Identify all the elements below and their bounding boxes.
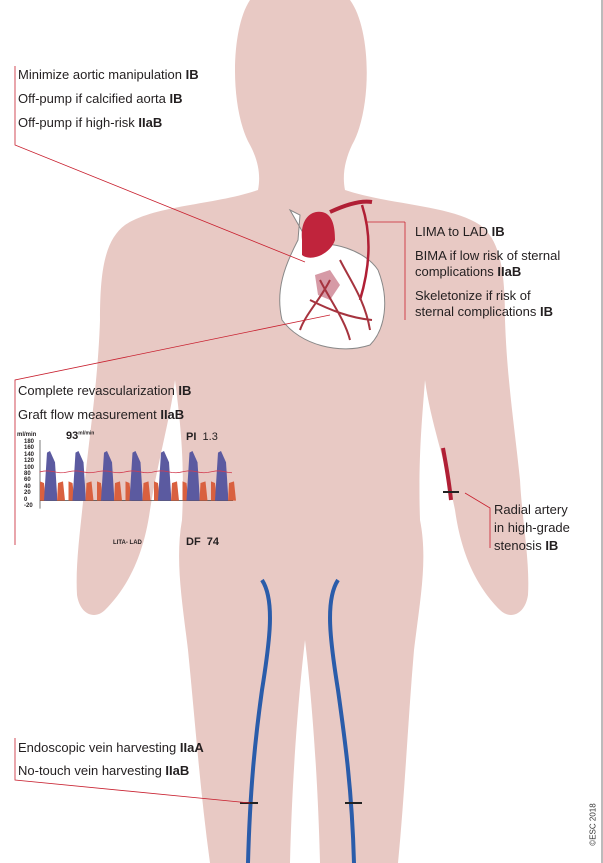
graft-label: LITA- LAD (113, 540, 142, 546)
frame-border (601, 0, 603, 863)
radial-rec-2: in high-grade (494, 520, 570, 535)
y-tick-label: 20 (24, 490, 31, 497)
arterial-rec-1: LIMA to LAD IB (415, 224, 505, 239)
vein-rec-2: No-touch vein harvesting IIaB (18, 763, 190, 778)
systolic-flow (72, 451, 86, 501)
y-tick-label: 100 (24, 464, 35, 471)
y-tick-label: 60 (24, 477, 31, 484)
revasc-rec-2: Graft flow measurement IIaB (18, 407, 185, 422)
chart-unit: ml/min (17, 432, 37, 438)
callout-lines (14, 66, 491, 804)
y-tick-label: 80 (24, 471, 31, 477)
arterial-rec-3a: Skeletonize if risk of (415, 288, 531, 303)
arterial-rec-2b: complications IIaB (415, 264, 522, 279)
pulsatility-index: PI 1.3 (186, 431, 218, 443)
diastolic-flow (182, 481, 208, 501)
graft-flow-chart (39, 440, 236, 509)
mean-flow-line (39, 470, 233, 474)
diastolic-fraction: DF 74 (186, 536, 220, 548)
y-tick-label: 0 (24, 496, 28, 503)
diastolic-flow (211, 481, 236, 501)
systolic-flow (129, 451, 143, 501)
diastolic-flow (125, 481, 151, 501)
aorta-rec-3: Off-pump if high-risk IIaB (18, 115, 163, 130)
systolic-flow (158, 451, 171, 501)
left-saphenous-vein (246, 578, 272, 863)
radial-rec-1: Radial artery (494, 502, 568, 517)
systolic-flow (44, 451, 57, 501)
aorta-rec-2: Off-pump if calcified aorta IB (18, 91, 183, 106)
right-saphenous-vein (328, 578, 356, 863)
y-tick-label: 40 (24, 483, 31, 490)
y-tick-label: 180 (24, 439, 35, 445)
y-tick-label: 160 (24, 445, 35, 452)
systolic-flow (101, 451, 114, 501)
diastolic-flow (97, 481, 122, 501)
systolic-flow (215, 451, 228, 501)
y-tick-label: 120 (24, 458, 35, 465)
revasc-rec-1: Complete revascularization IB (18, 383, 192, 398)
copyright-credit: ©ESC 2018 (588, 803, 598, 846)
arterial-rec-3b: sternal complications IB (415, 304, 553, 319)
y-tick-label: -20 (24, 503, 33, 509)
y-tick-label: 140 (24, 451, 35, 458)
radial-rec-3: stenosis IB (494, 538, 559, 553)
heart-illustration (279, 199, 386, 350)
diastolic-flow (40, 481, 65, 501)
diastolic-flow (68, 481, 94, 501)
systolic-flow (186, 451, 200, 501)
vein-rec-1: Endoscopic vein harvesting IIaA (18, 740, 204, 755)
mean-flow: 93ml/min (66, 430, 95, 442)
diastolic-flow (154, 481, 179, 501)
radial-artery (441, 447, 453, 501)
aorta-rec-1: Minimize aortic manipulation IB (18, 67, 199, 82)
arterial-rec-2a: BIMA if low risk of sternal (415, 248, 561, 263)
